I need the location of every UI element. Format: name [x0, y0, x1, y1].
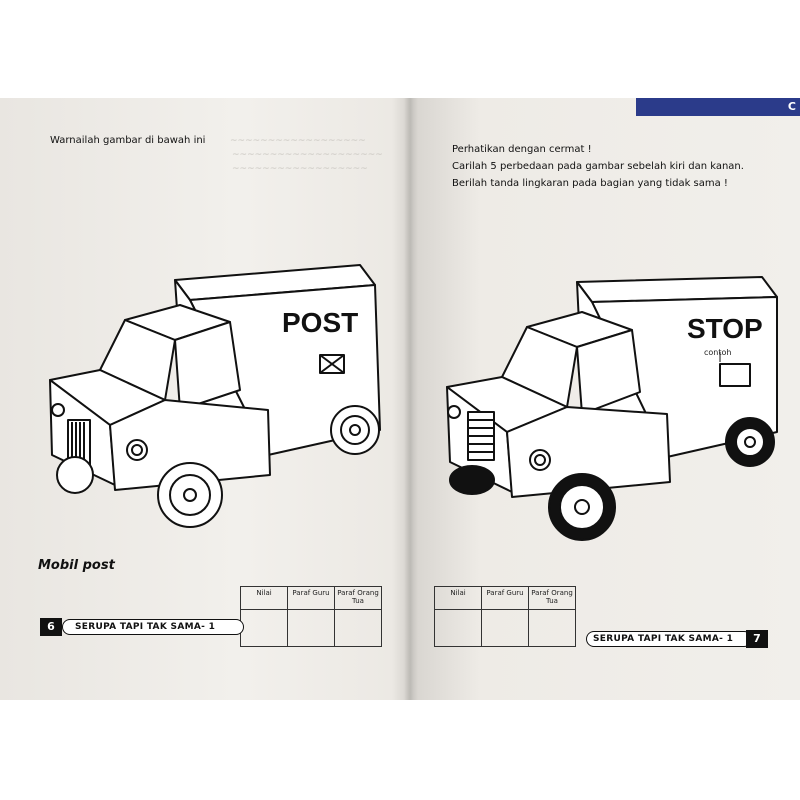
- book-spine: [404, 98, 418, 700]
- footer-title-text: SERUPA TAPI TAK SAMA- 1: [75, 622, 216, 632]
- left-score-table: Nilai Paraf Guru Paraf Orang Tua: [240, 586, 382, 647]
- score-header-paraf-orang-tua: Paraf Orang Tua: [334, 586, 382, 610]
- stop-truck-drawing: STOP contoh: [446, 276, 778, 541]
- show-through-text: ~~~~~~~~~~~~~~~~~~: [232, 164, 368, 174]
- truck-caption: Mobil post: [38, 558, 115, 573]
- score-header-paraf-guru: Paraf Guru: [287, 586, 335, 610]
- stop-sign: STOP: [687, 313, 763, 344]
- score-cell[interactable]: [240, 609, 288, 647]
- right-score-table: Nilai Paraf Guru Paraf Orang Tua: [434, 586, 576, 647]
- cover-tab: C: [636, 98, 800, 116]
- footer-title-text: SERUPA TAPI TAK SAMA- 1: [593, 634, 734, 644]
- show-through-text: ~~~~~~~~~~~~~~~~~~~~: [232, 150, 383, 160]
- score-header-paraf-guru: Paraf Guru: [481, 586, 529, 610]
- score-cell[interactable]: [481, 609, 529, 647]
- score-header-nilai: Nilai: [434, 586, 482, 610]
- post-sign: POST: [282, 307, 358, 338]
- show-through-text: ~~~~~~~~~~~~~~~~~~: [230, 136, 366, 146]
- footer-title-right: SERUPA TAPI TAK SAMA- 1: [586, 631, 752, 647]
- instruction-line: Carilah 5 perbedaan pada gambar sebelah …: [452, 161, 744, 172]
- page-number-right: 7: [746, 630, 768, 648]
- instruction-line: Berilah tanda lingkaran pada bagian yang…: [452, 178, 728, 189]
- instruction-line: Perhatikan dengan cermat !: [452, 144, 592, 155]
- left-instruction: Warnailah gambar di bawah ini: [50, 135, 206, 146]
- footer-title-left: SERUPA TAPI TAK SAMA- 1: [62, 619, 244, 635]
- example-label: contoh: [704, 348, 731, 357]
- right-instructions: Perhatikan dengan cermat ! Carilah 5 per…: [452, 141, 744, 192]
- score-cell[interactable]: [334, 609, 382, 647]
- score-cell[interactable]: [287, 609, 335, 647]
- score-cell[interactable]: [528, 609, 576, 647]
- score-header-paraf-orang-tua: Paraf Orang Tua: [528, 586, 576, 610]
- page-number-left: 6: [40, 618, 62, 636]
- score-header-nilai: Nilai: [240, 586, 288, 610]
- post-truck-drawing: POST: [49, 264, 381, 528]
- score-cell[interactable]: [434, 609, 482, 647]
